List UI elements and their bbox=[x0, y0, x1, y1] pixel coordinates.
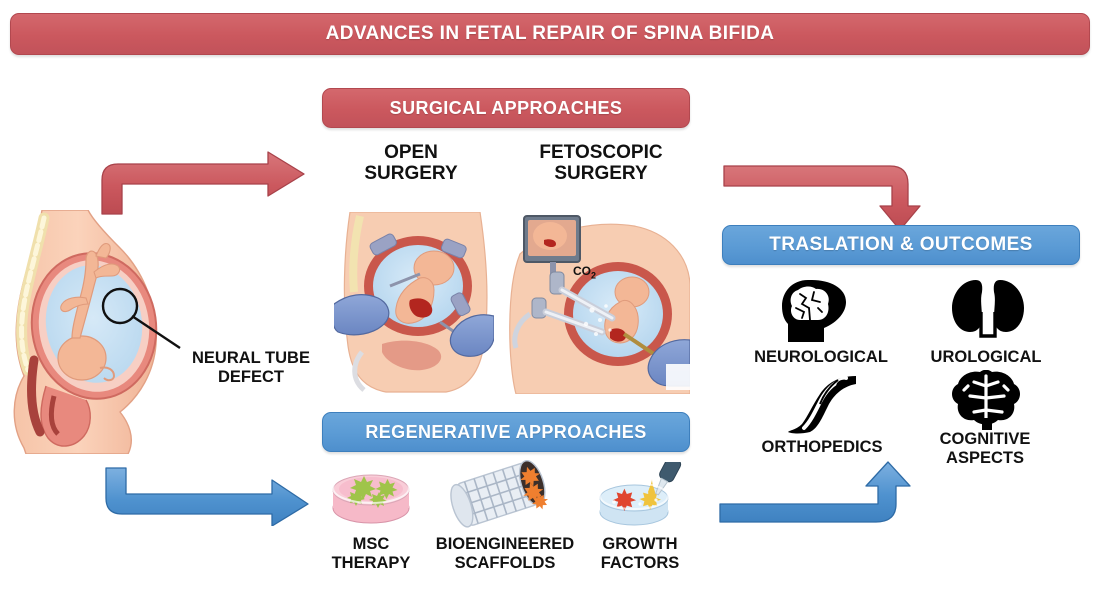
orthopedics-label: ORTHOPEDICS bbox=[761, 438, 883, 456]
spine-hint bbox=[349, 215, 364, 293]
kidneys-icon bbox=[950, 278, 1026, 344]
pipette-tip bbox=[655, 477, 669, 496]
fetus-body bbox=[71, 250, 99, 339]
cognitive-aspects-label: COGNITIVE ASPECTS bbox=[939, 430, 1031, 467]
fetus-leg bbox=[95, 242, 111, 259]
uterine-tissue bbox=[382, 340, 442, 371]
fetus-arm-lower bbox=[60, 296, 89, 313]
defect-circle-marker bbox=[101, 287, 139, 325]
arrow-maternal-to-surgical bbox=[96, 150, 308, 216]
open-surgery-illustration bbox=[334, 212, 494, 394]
dish-rim bbox=[599, 482, 669, 510]
co2-label: CO2 bbox=[573, 264, 596, 280]
trocar-upper bbox=[549, 271, 616, 322]
forceps-shaft bbox=[389, 272, 421, 288]
brain-sulci bbox=[962, 374, 1010, 422]
monitor-lesion-view bbox=[544, 239, 556, 247]
dish-bubbles bbox=[612, 498, 658, 506]
pipette-droplet bbox=[648, 479, 655, 495]
regenerative-approaches-banner: REGENERATIVE APPROACHES bbox=[322, 412, 690, 452]
fetoscopic-surgery-illustration bbox=[506, 214, 690, 394]
rectum bbox=[27, 355, 45, 437]
pipette-petri-dish-icon bbox=[592, 462, 688, 530]
surgeon-hand-left bbox=[334, 294, 390, 336]
arrow-shape bbox=[723, 165, 921, 231]
cylindrical-mesh-scaffold-icon bbox=[446, 458, 550, 530]
sleeve-cuff bbox=[666, 364, 690, 390]
spinal-lesion bbox=[610, 328, 626, 342]
kidney-left bbox=[952, 280, 983, 332]
ureters bbox=[979, 312, 997, 338]
msc-therapy-label: MSC THERAPY bbox=[331, 535, 411, 572]
fetus-exposed bbox=[395, 250, 455, 324]
pregnant-woman-illustration bbox=[8, 210, 194, 454]
brain-icon bbox=[950, 370, 1024, 432]
page-title: ADVANCES IN FETAL REPAIR OF SPINA BIFIDA bbox=[10, 13, 1090, 55]
leg-foot-bone-icon bbox=[786, 374, 858, 436]
retractor-clamp-left bbox=[369, 233, 397, 256]
suction-tubing bbox=[352, 350, 366, 392]
arrow-maternal-to-regenerative bbox=[100, 466, 312, 526]
arrow-surgical-to-outcomes bbox=[722, 162, 928, 232]
bone-line bbox=[819, 379, 839, 405]
head-brain-icon bbox=[778, 278, 852, 344]
co2-subscript: 2 bbox=[591, 270, 597, 281]
arrow-regenerative-to-outcomes bbox=[718, 460, 916, 530]
retractor-clamp-bottom bbox=[450, 292, 471, 317]
fetus-arm-upper bbox=[93, 263, 121, 279]
umbilical-cord bbox=[99, 366, 116, 382]
defect-leader-line bbox=[131, 315, 181, 349]
pipette bbox=[655, 462, 682, 496]
stem-cell-colonies bbox=[347, 476, 398, 508]
spinal-lesion bbox=[409, 298, 433, 318]
open-surgery-label: OPEN SURGERY bbox=[364, 142, 458, 185]
fetus-head bbox=[57, 335, 107, 381]
fetus bbox=[57, 242, 121, 382]
fetus bbox=[604, 276, 650, 344]
petri-dish-pink-stem-cells-icon bbox=[327, 466, 415, 528]
kidney-right bbox=[993, 280, 1024, 332]
birth-canal bbox=[48, 395, 60, 436]
brain-folds bbox=[795, 291, 823, 321]
neurological-label: NEUROLOGICAL bbox=[754, 348, 888, 366]
surgeon-hand-right bbox=[449, 314, 494, 357]
urological-label: UROLOGICAL bbox=[930, 348, 1042, 366]
fetoscopic-surgery-label: FETOSCOPIC SURGERY bbox=[539, 142, 663, 185]
trocar-lower bbox=[531, 297, 606, 336]
dish-rim bbox=[332, 472, 410, 504]
neural-tube-defect-label: NEURAL TUBE DEFECT bbox=[192, 349, 310, 386]
bioengineered-scaffolds-label: BIOENGINEERED SCAFFOLDS bbox=[435, 535, 575, 572]
seeded-cells bbox=[520, 466, 549, 510]
co2-bubbles bbox=[583, 304, 612, 336]
surgical-approaches-banner: SURGICAL APPROACHES bbox=[322, 88, 690, 128]
monitor-stand bbox=[550, 262, 556, 276]
fetus-head bbox=[413, 250, 455, 286]
monitor-fetus-view bbox=[533, 222, 567, 250]
arrow-shape bbox=[719, 461, 911, 523]
spine-vertebrae bbox=[19, 215, 47, 373]
leg-outline bbox=[788, 376, 856, 434]
scaffold-mesh bbox=[458, 466, 536, 524]
cultured-cells bbox=[612, 488, 661, 511]
growth-factors-label: GROWTH FACTORS bbox=[600, 535, 680, 572]
brain-stem bbox=[982, 418, 992, 430]
co2-text: CO bbox=[573, 264, 591, 278]
arrow-shape bbox=[101, 151, 305, 215]
translation-outcomes-banner: TRASLATION & OUTCOMES bbox=[722, 225, 1080, 265]
knee-joint bbox=[836, 379, 848, 389]
gas-tubing bbox=[512, 311, 532, 349]
scaffold-closed-end bbox=[450, 483, 474, 528]
arrow-shape bbox=[105, 467, 309, 526]
fetoscope-instrument bbox=[622, 332, 656, 356]
retractor-clamp-right bbox=[440, 238, 467, 259]
